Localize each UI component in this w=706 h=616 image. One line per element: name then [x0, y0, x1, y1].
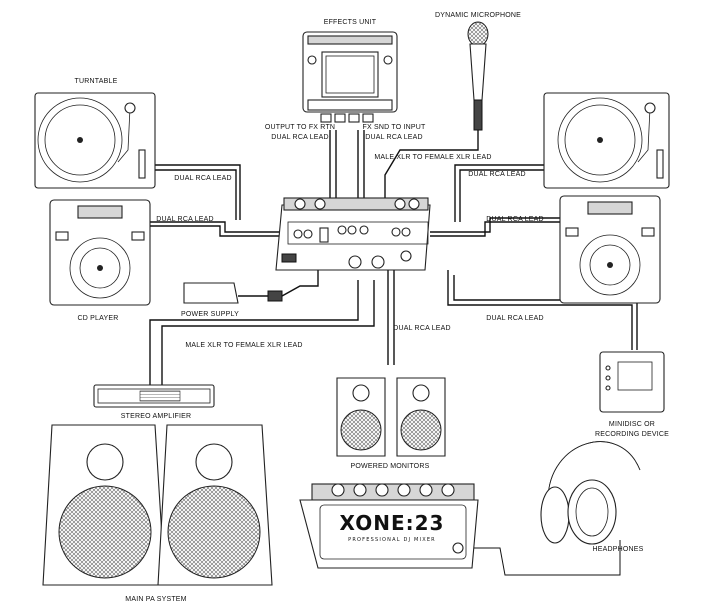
effects-unit [302, 31, 398, 123]
powered-monitor-left [336, 377, 386, 457]
stereo-amplifier-label: STEREO AMPLIFIER [121, 413, 192, 420]
recording-device-label-line1: MINIDISC OR [609, 421, 655, 428]
output-to-fx-rtn-label: OUTPUT TO FX RTN [265, 124, 335, 131]
turntable-label: TURNTABLE [75, 78, 118, 85]
left-turntable-rca-label: DUAL RCA LEAD [174, 175, 232, 182]
headphones [540, 441, 641, 545]
recording-rca-label: DUAL RCA LEAD [486, 315, 544, 322]
main-pa-speaker-right [157, 424, 273, 586]
headphones-label: HEADPHONES [592, 546, 643, 553]
fx-out-dual-rca-label: DUAL RCA LEAD [271, 134, 329, 141]
left-cd-rca-label: DUAL RCA LEAD [156, 216, 214, 223]
right-turntable-rca-label: DUAL RCA LEAD [468, 171, 526, 178]
cd-player-left [49, 199, 151, 306]
amp-xlr-lead-label: MALE XLR TO FEMALE XLR LEAD [185, 342, 302, 349]
mixer-rear-panel [275, 197, 431, 271]
cd-player-label: CD PLAYER [78, 315, 119, 322]
recording-device-label-line2: RECORDING DEVICE [595, 431, 669, 438]
recording-device [599, 351, 665, 413]
cables [149, 130, 638, 576]
cd-player-right [559, 195, 661, 304]
power-supply-label: POWER SUPPLY [181, 311, 239, 318]
fx-snd-to-input-label: FX SND TO INPUT [362, 124, 426, 131]
powered-monitor-right [396, 377, 446, 457]
dynamic-microphone [467, 21, 489, 131]
mixer-subtitle: PROFESSIONAL DJ MIXER [348, 537, 436, 543]
mixer-logo: XONE:23 [340, 511, 445, 535]
dynamic-microphone-label: DYNAMIC MICROPHONE [435, 12, 521, 19]
right-cd-rca-label: DUAL RCA LEAD [486, 216, 544, 223]
turntable-right [543, 92, 670, 189]
stereo-amplifier [93, 384, 215, 408]
power-supply [183, 282, 283, 304]
mixer-front [299, 483, 479, 569]
fx-snd-dual-rca-label: DUAL RCA LEAD [365, 134, 423, 141]
mic-xlr-lead-label: MALE XLR TO FEMALE XLR LEAD [374, 154, 491, 161]
monitors-rca-label: DUAL RCA LEAD [393, 325, 451, 332]
powered-monitors-label: POWERED MONITORS [351, 463, 430, 470]
effects-unit-label: EFFECTS UNIT [324, 19, 377, 26]
turntable-left [34, 92, 156, 189]
main-pa-speaker-left [42, 424, 166, 586]
main-pa-system-label: MAIN PA SYSTEM [125, 596, 186, 603]
